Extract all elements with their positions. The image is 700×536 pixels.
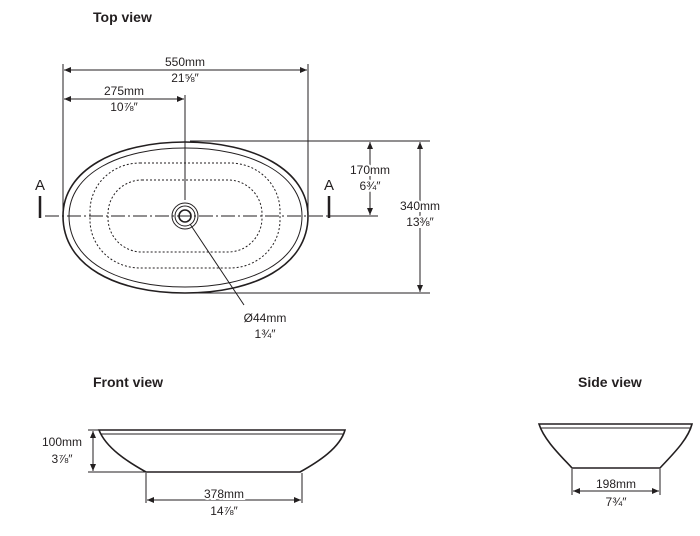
side-view-title: Side view [578, 374, 642, 390]
drain-ring [174, 205, 196, 227]
top-view-title: Top view [93, 9, 152, 25]
width-mm: 550mm [165, 55, 205, 69]
drain-mm: Ø44mm [244, 311, 287, 325]
height-mm: 100mm [42, 435, 82, 449]
base-in: 14⅞″ [210, 504, 238, 518]
side-base-mm: 198mm [596, 477, 636, 491]
front-view: Front view 100mm 3⅞″ 378mm 14⅞″ [42, 374, 347, 518]
top-view: Top view 550mm 21⅝″ 275mm 10⅞″ Ø44mm 1¾″… [35, 9, 442, 341]
half-width-in: 10⅞″ [110, 100, 138, 114]
depth-mm: 340mm [400, 199, 440, 213]
base-mm: 378mm [204, 487, 244, 501]
front-view-title: Front view [93, 374, 163, 390]
section-label-right: A [324, 177, 334, 194]
width-in: 21⅝″ [171, 71, 199, 85]
half-width-mm: 275mm [104, 84, 144, 98]
side-profile [537, 423, 694, 469]
basin-rim-outer [62, 141, 309, 294]
halfdepth-mm: 170mm [350, 163, 390, 177]
halfdepth-in: 6¾″ [360, 179, 382, 193]
drain-hole [178, 209, 192, 223]
side-base-in: 7¾″ [606, 495, 628, 509]
section-label-left: A [35, 177, 45, 194]
front-profile [97, 429, 347, 473]
drain-in: 1¾″ [255, 327, 277, 341]
basin-rim-inner [68, 147, 303, 288]
height-in: 3⅞″ [52, 452, 74, 466]
depth-in: 13⅜″ [406, 215, 434, 229]
drain-outer [171, 202, 199, 230]
drain-leader [189, 223, 245, 306]
side-view: Side view 198mm 7¾″ [537, 374, 694, 509]
